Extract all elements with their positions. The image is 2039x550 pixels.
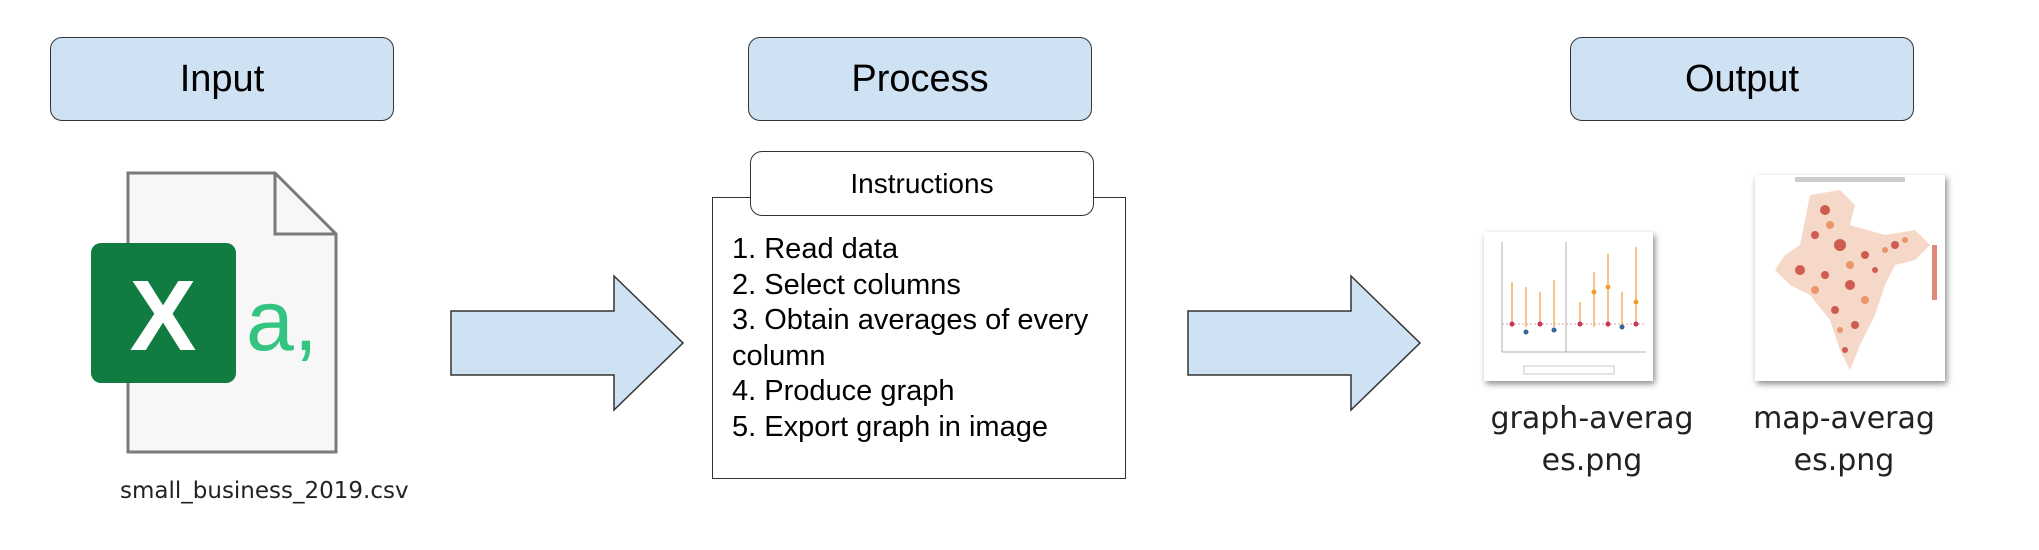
instruction-step: 4. Produce graph [732,375,955,407]
input-stage-label: Input [179,57,265,100]
instruction-step: 3. Obtain averages of every column [732,304,1089,372]
instructions-title-tab: Instructions [750,151,1094,216]
instruction-step: 2. Select columns [732,268,961,301]
process-stage-header: Process [748,37,1092,121]
instructions-box [712,197,1126,479]
instructions-title: Instructions [850,167,994,199]
excel-logo-icon [91,243,236,383]
output-stage-label: Output [1684,57,1800,100]
process-stage-label: Process [851,57,989,100]
csv-file-icon: X a, [88,170,348,465]
map-thumbnail-image [1755,175,1945,381]
excel-logo-letter: X [130,260,197,372]
map-output-filename: map-averages.png [1753,401,1935,478]
output-stage-header: Output [1570,37,1914,121]
right-arrow-icon [450,274,685,412]
graph-output-filename: graph-averages.png [1490,401,1694,478]
csv-glyph: a, [246,273,318,369]
input-stage-header: Input [50,37,394,121]
graph-thumbnail-image [1484,232,1653,381]
instruction-step: 1. Read data [732,233,899,265]
instruction-step: 5. Export graph in image [732,410,1048,443]
right-arrow-icon [1187,274,1422,412]
instructions-list: 1. Read data 2. Select columns 3. Obtain… [732,232,1122,445]
input-filename: small_business_2019.csv [120,478,409,504]
